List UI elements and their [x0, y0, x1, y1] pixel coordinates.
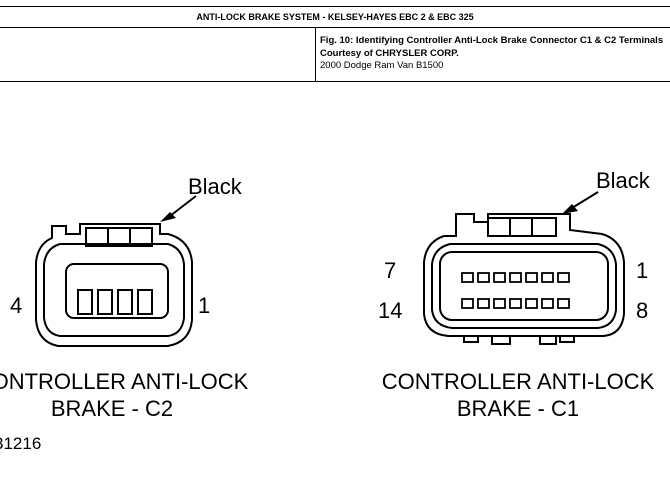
c1-title-line2: BRAKE - C1 [457, 396, 579, 421]
c1-housing-inner [431, 243, 617, 329]
figure-caption: Fig. 10: Identifying Controller Anti-Loc… [320, 35, 664, 46]
c1-terminal [557, 272, 570, 283]
vehicle-line: 2000 Dodge Ram Van B1500 [320, 60, 444, 71]
courtesy-line: Courtesy of CHRYSLER CORP. [320, 47, 459, 59]
c1-color-label: Black [596, 168, 651, 193]
c2-pin-1-label: 1 [198, 293, 210, 318]
c2-pin-4-label: 4 [10, 293, 22, 318]
c1-title-line1: CONTROLLER ANTI-LOCK [382, 369, 655, 394]
c1-terminal [541, 272, 554, 283]
c1-terminal [557, 298, 570, 309]
c2-title-line2: BRAKE - C2 [51, 396, 173, 421]
c2-connector [35, 223, 193, 347]
c2-housing-outer [35, 223, 193, 347]
c1-terminal [525, 298, 538, 309]
c2-terminal [117, 289, 133, 315]
c2-housing-inner [43, 243, 185, 337]
c2-pin-cavity [65, 263, 169, 319]
c1-terminal [509, 272, 522, 283]
c2-title-line1: CONTROLLER ANTI-LOCK [0, 369, 249, 394]
c1-terminal [461, 298, 474, 309]
c1-bottom-locator [463, 336, 575, 345]
c1-leader-arrow [562, 191, 599, 214]
c1-pin-cavity [439, 251, 609, 321]
c1-pin-8-label: 8 [636, 298, 648, 323]
c2-terminal [77, 289, 93, 315]
c1-terminal [461, 272, 474, 283]
c1-terminal [477, 298, 490, 309]
caption-row: Fig. 10: Identifying Controller Anti-Loc… [0, 28, 670, 82]
c1-terminal-row-bottom [461, 298, 570, 309]
c1-terminal [477, 272, 490, 283]
figure-id: 31216 [0, 434, 41, 453]
c1-pin-7-label: 7 [384, 258, 396, 283]
c2-latch [85, 227, 153, 247]
c2-terminal [97, 289, 113, 315]
c1-terminal [509, 298, 522, 309]
c1-pin-1-label: 1 [636, 258, 648, 283]
c1-terminal [493, 272, 506, 283]
c2-terminal [137, 289, 153, 315]
c1-terminal [541, 298, 554, 309]
c1-terminal [493, 298, 506, 309]
c1-housing-outer [423, 213, 625, 337]
c1-terminal [525, 272, 538, 283]
header-title: ANTI-LOCK BRAKE SYSTEM - KELSEY-HAYES EB… [196, 12, 474, 22]
c1-connector [423, 213, 625, 345]
c2-leader-arrow [160, 195, 197, 222]
document-header: ANTI-LOCK BRAKE SYSTEM - KELSEY-HAYES EB… [0, 6, 670, 28]
c1-latch [487, 217, 557, 237]
c1-pin-14-label: 14 [378, 298, 402, 323]
c1-terminal-row-top [461, 272, 570, 283]
caption-blank-cell [0, 28, 316, 81]
caption-cell: Fig. 10: Identifying Controller Anti-Loc… [320, 35, 670, 73]
c2-color-label: Black [188, 174, 243, 199]
